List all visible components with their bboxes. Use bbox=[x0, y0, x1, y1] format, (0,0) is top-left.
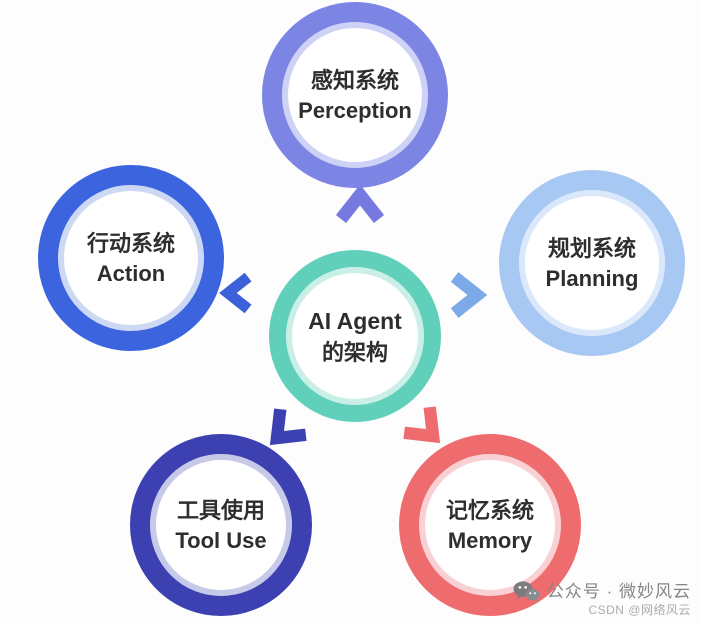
wechat-icon bbox=[513, 581, 540, 602]
node-action-label-en: Action bbox=[96, 261, 166, 287]
arrow-down-right-icon bbox=[403, 406, 441, 444]
node-planning-label-en: Planning bbox=[545, 266, 639, 292]
arrow-up-icon bbox=[335, 184, 385, 224]
node-perception: 感知系统 Perception bbox=[262, 2, 448, 188]
center-label-line2: 的架构 bbox=[321, 339, 388, 365]
node-planning-label-zh: 规划系统 bbox=[547, 235, 636, 261]
watermark-text: 公众号 · 微妙风云 bbox=[546, 581, 691, 601]
node-perception-label-en: Perception bbox=[298, 98, 412, 124]
node-planning: 规划系统 Planning bbox=[499, 170, 685, 356]
node-tool-use: 工具使用 Tool Use bbox=[130, 434, 312, 616]
node-action: 行动系统 Action bbox=[38, 165, 224, 351]
center-label-line1: AI Agent bbox=[308, 308, 402, 335]
node-center-ai-agent: AI Agent 的架构 bbox=[269, 250, 441, 422]
node-memory-label-zh: 记忆系统 bbox=[445, 497, 534, 523]
watermark: 公众号 · 微妙风云 CSDN @网络风云 bbox=[513, 581, 691, 617]
watermark-subtext: CSDN @网络风云 bbox=[588, 603, 691, 617]
node-memory-label-en: Memory bbox=[447, 528, 533, 554]
arrow-right-icon bbox=[450, 272, 488, 318]
node-perception-label-zh: 感知系统 bbox=[310, 67, 399, 93]
node-action-label-zh: 行动系统 bbox=[86, 230, 175, 256]
node-tool-use-label-en: Tool Use bbox=[175, 528, 267, 554]
arrow-left-icon bbox=[219, 272, 252, 314]
arrow-down-left-icon bbox=[269, 408, 307, 446]
node-tool-use-label-zh: 工具使用 bbox=[176, 497, 265, 523]
